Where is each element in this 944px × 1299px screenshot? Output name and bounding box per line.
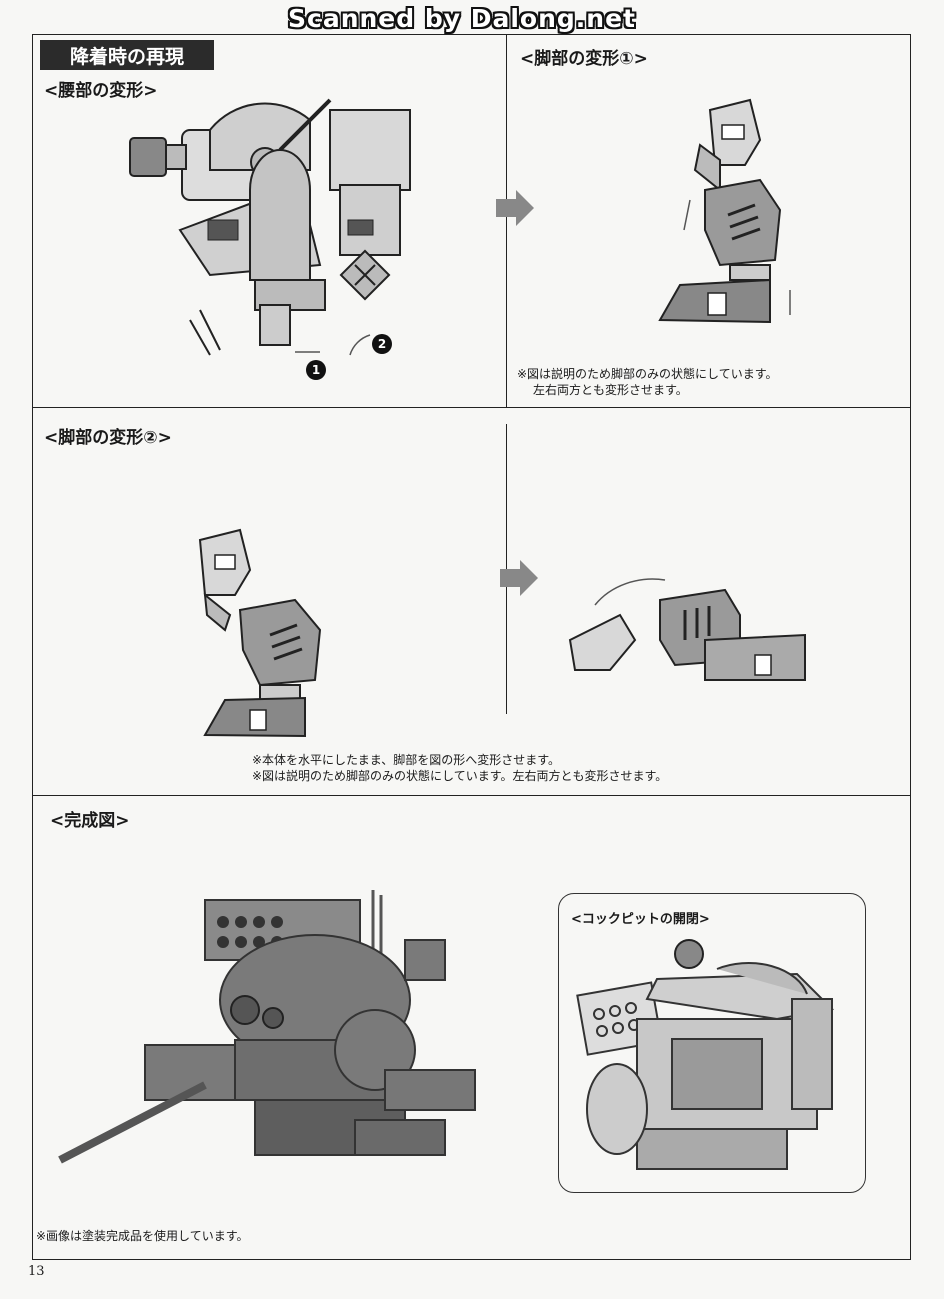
leg1-arrow-icon bbox=[496, 190, 536, 230]
leg1-note-line2: 左右両方とも変形させます。 bbox=[533, 383, 688, 397]
step-1-marker: 1 bbox=[306, 360, 326, 380]
page-frame bbox=[32, 34, 911, 1260]
cockpit-inset: <コックピットの開閉> bbox=[558, 893, 866, 1193]
leg2-note-line1: ※本体を水平にしたまま、脚部を図の形へ変形させます。 bbox=[252, 753, 561, 767]
divider-row1 bbox=[32, 407, 910, 408]
waist-heading: <腰部の変形> bbox=[44, 81, 158, 101]
waist-illustration bbox=[120, 90, 420, 364]
leg2-after-drawing bbox=[568, 578, 806, 681]
leg2-heading: <脚部の変形②> bbox=[44, 428, 172, 448]
complete-heading: <完成図> bbox=[50, 811, 130, 831]
inset-heading: <コックピットの開閉> bbox=[571, 912, 710, 927]
completed-model-photo bbox=[55, 890, 515, 1174]
leg1-note-line1: ※図は説明のため脚部のみの状態にしています。 bbox=[517, 367, 778, 381]
watermark: Scanned by Dalong.net bbox=[288, 4, 637, 33]
leg1-illustration bbox=[650, 90, 820, 334]
leg2-before-illustration bbox=[185, 520, 345, 754]
page-number: 13 bbox=[28, 1264, 45, 1279]
leg1-heading: <脚部の変形①> bbox=[520, 49, 648, 69]
leg2-note-line2: ※図は説明のため脚部のみの状態にしています。左右両方とも変形させます。 bbox=[252, 769, 668, 783]
leg2-after-illustration bbox=[565, 560, 815, 704]
section-title: 降着時の再現 bbox=[40, 40, 214, 70]
leg1-drawing bbox=[658, 98, 791, 324]
complete-note: ※画像は塗装完成品を使用しています。 bbox=[36, 1229, 249, 1243]
divider-col-row1 bbox=[506, 34, 507, 407]
leg2-arrow-icon bbox=[500, 560, 540, 600]
step-2-marker: 2 bbox=[372, 334, 392, 354]
cockpit-open-drawing bbox=[576, 939, 835, 1170]
cockpit-open-photo bbox=[576, 939, 847, 1183]
completed-model-drawing bbox=[58, 890, 476, 1164]
waist-robot-drawing bbox=[129, 98, 411, 356]
leg2-before-drawing bbox=[198, 528, 322, 738]
divider-row2 bbox=[32, 795, 910, 796]
